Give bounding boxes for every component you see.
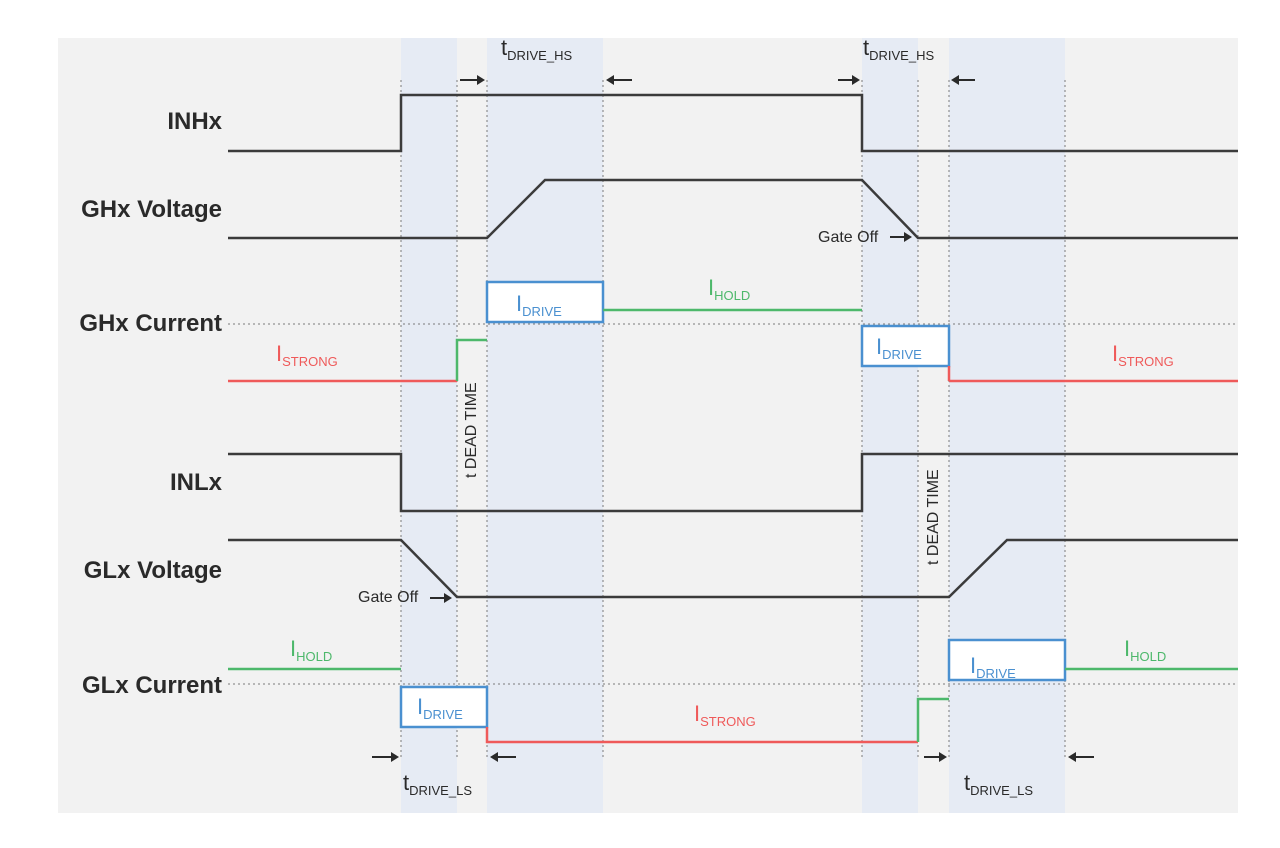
dead-time-label-2: t DEAD TIME xyxy=(925,469,942,565)
gate-off-label-high: Gate Off xyxy=(818,229,879,246)
tdrive-ls-label-1: tDRIVE_LS xyxy=(403,770,472,798)
glx-drive-box xyxy=(947,638,1067,682)
glx-drive-label: IDRIVE xyxy=(970,653,1016,681)
glx-drive-box-off xyxy=(399,685,489,729)
tdrive-hs-arrows-1 xyxy=(460,75,632,85)
tdrive-hs-label-1: tDRIVE_HS xyxy=(501,35,572,63)
inlx-waveform xyxy=(228,452,1238,513)
glx-strong-label: ISTRONG xyxy=(694,701,756,729)
tdrive-hs-arrows-2 xyxy=(838,75,975,85)
glx-strong-line xyxy=(485,727,918,744)
ghx-strong-label-left: ISTRONG xyxy=(276,341,338,369)
band-2 xyxy=(487,38,603,813)
label-inlx: INLx xyxy=(170,469,223,496)
ghx-drive-label-off: IDRIVE xyxy=(876,334,922,362)
gate-off-label-low: Gate Off xyxy=(358,589,419,606)
label-glx-voltage: GLx Voltage xyxy=(84,557,222,584)
ghx-drive-box-off xyxy=(860,324,951,368)
dead-time-label-1: t DEAD TIME xyxy=(463,382,480,478)
label-ghx-current: GHx Current xyxy=(79,310,222,337)
tdrive-ls-label-2: tDRIVE_LS xyxy=(964,770,1033,798)
gate-off-arrowhead-high xyxy=(904,232,912,242)
glx-deadtime-step xyxy=(916,697,949,742)
ghx-strong-label-right: ISTRONG xyxy=(1112,341,1174,369)
ghx-drive-box xyxy=(485,280,605,324)
tdrive-ls-arrows-1 xyxy=(372,752,516,762)
label-glx-current: GLx Current xyxy=(82,672,222,699)
glx-drive-label-off: IDRIVE xyxy=(417,694,463,722)
tdrive-ls-arrows-2 xyxy=(924,752,1094,762)
label-inhx: INHx xyxy=(167,108,222,135)
gate-off-arrowhead-low xyxy=(444,593,452,603)
glx-hold-label-left: IHOLD xyxy=(290,636,332,664)
glx-hold-label-right: IHOLD xyxy=(1124,636,1166,664)
glx-voltage-waveform xyxy=(228,538,1238,599)
ghx-drive-label: IDRIVE xyxy=(516,291,562,319)
ghx-deadtime-step xyxy=(455,338,487,381)
tdrive-hs-label-2: tDRIVE_HS xyxy=(863,35,934,63)
band-3 xyxy=(862,38,918,813)
label-ghx-voltage: GHx Voltage xyxy=(81,196,222,223)
band-4 xyxy=(949,38,1065,813)
ghx-hold-label: IHOLD xyxy=(708,275,750,303)
inhx-waveform xyxy=(228,93,1238,153)
ghx-voltage-waveform xyxy=(228,178,1238,240)
